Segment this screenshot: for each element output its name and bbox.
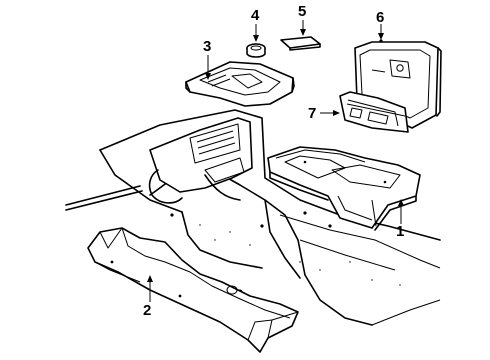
- vehicle-floor-pan: [65, 109, 441, 326]
- callout-4: 4: [251, 7, 260, 24]
- part-1-center-console: [267, 146, 421, 231]
- callout-labels: 1 2 3 4 5 6 7: [143, 3, 404, 319]
- leader-4-arrow: [253, 35, 259, 42]
- callout-5: 5: [298, 3, 306, 20]
- callout-7: 7: [308, 105, 316, 122]
- part-3-console-top-panel: [185, 61, 295, 107]
- part-7-bracket: [339, 91, 409, 133]
- leader-1-arrow: [398, 199, 404, 206]
- callout-3: 3: [203, 38, 211, 55]
- leader-6-arrow: [378, 33, 384, 40]
- part-2-floor-console-trim: [87, 227, 299, 353]
- part-5-pad: [280, 36, 321, 51]
- callout-1: 1: [396, 223, 404, 240]
- callout-6: 6: [376, 9, 384, 26]
- leader-3-arrow: [205, 73, 211, 80]
- leader-2-arrow: [147, 275, 153, 282]
- callout-2: 2: [143, 302, 151, 319]
- leader-7-arrow: [333, 110, 340, 116]
- part-4-cap: [246, 43, 266, 58]
- leader-5-arrow: [300, 29, 306, 36]
- leader-lines: [147, 20, 404, 302]
